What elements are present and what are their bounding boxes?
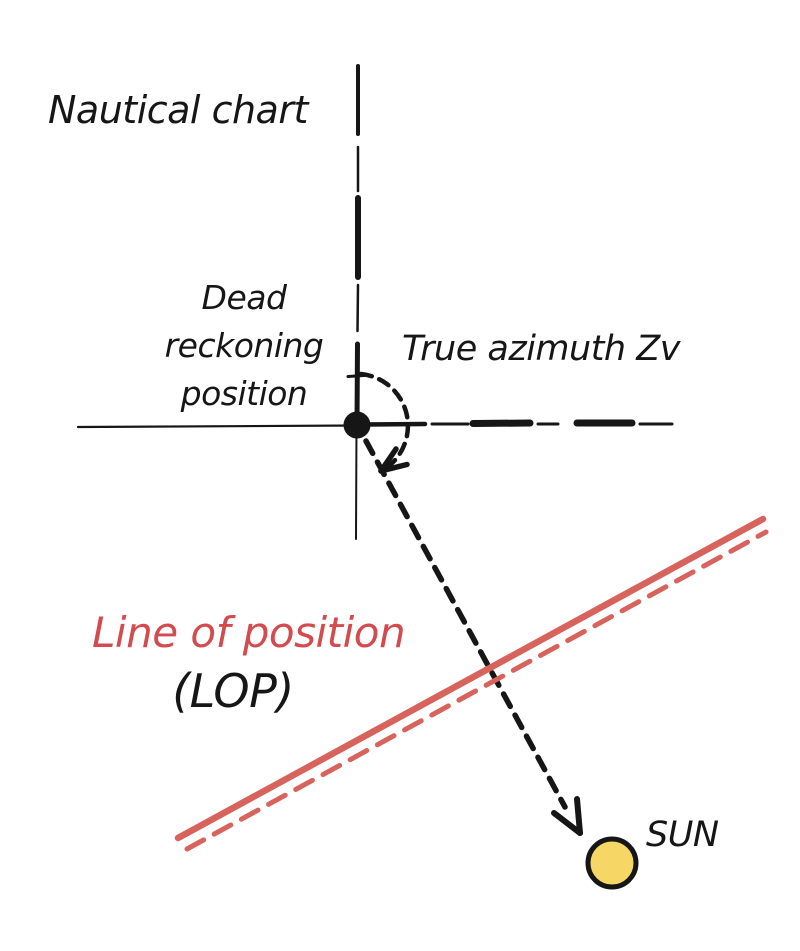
lop-dashed-line: [184, 529, 769, 852]
azimuth-arc-arrow: [346, 371, 411, 474]
sun-icon: [585, 836, 639, 890]
dead-reckoning-label-line3: position: [180, 374, 308, 413]
dr-position-dot: [343, 411, 371, 439]
west-axis-line: [76, 424, 359, 429]
nautical-chart-label: Nautical chart: [48, 88, 308, 132]
east-axis-dashed-line: [354, 419, 674, 427]
sun-label: SUN: [646, 815, 719, 855]
south-axis-line: [355, 424, 358, 540]
dead-reckoning-label-line1: Dead: [201, 278, 287, 317]
sun-bearing-arrow: [363, 438, 583, 836]
dead-reckoning-label-line2: reckoning: [164, 326, 324, 365]
dead-reckoning-label: Dead reckoning position: [138, 274, 350, 418]
lop-abbrev-label: (LOP): [172, 664, 294, 718]
lop-solid-line: [174, 515, 767, 842]
north-axis-dashed-line: [354, 64, 361, 427]
true-azimuth-label: True azimuth Zv: [402, 329, 680, 369]
line-of-position-label: Line of position: [92, 608, 406, 657]
